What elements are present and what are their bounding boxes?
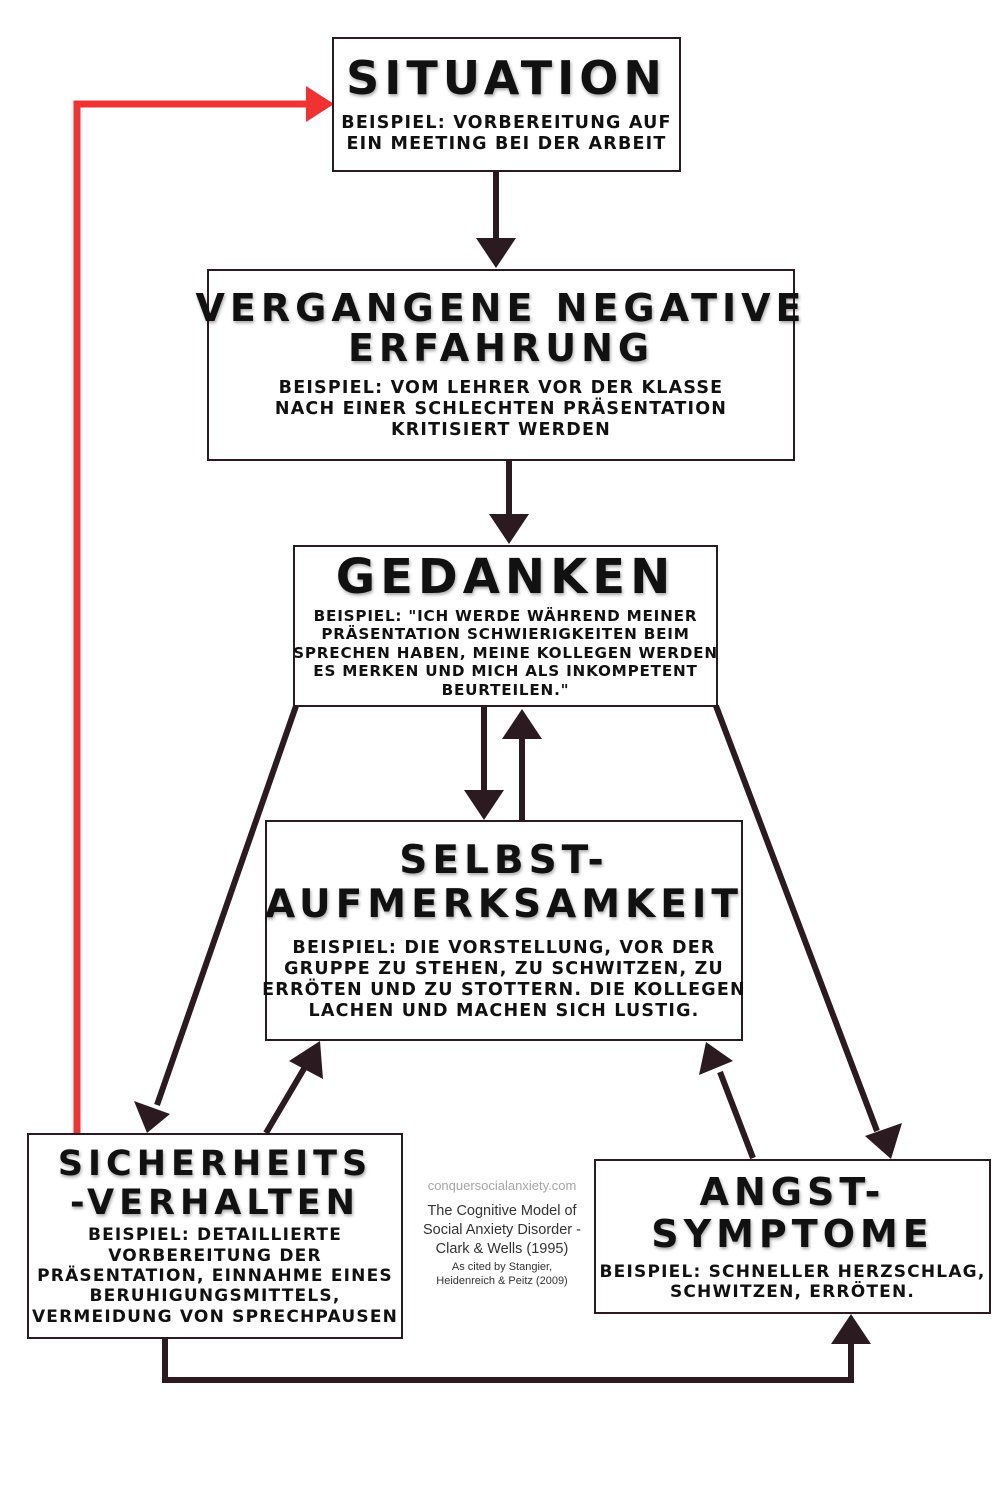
arrowhead-thoughts (489, 514, 529, 544)
arrowhead-safety (134, 1101, 170, 1133)
arrow-thoughts-to-safety (154, 705, 299, 1106)
thoughts-example: BEISPIEL: "ICH WERDE WÄHREND MEINER PRÄS… (293, 606, 718, 700)
safety-behaviour-box: SICHERHEITS -VERHALTEN BEISPIEL: DETAILL… (27, 1133, 403, 1339)
arrowhead-selffocus-down (464, 790, 504, 820)
anxiety-symptoms-box: ANGST- SYMPTOME BEISPIEL: SCHNELLER HERZ… (594, 1159, 991, 1314)
feedback-arrowhead-situation (306, 86, 334, 122)
arrow-anxiety-to-selffocus (717, 1070, 756, 1160)
credit-title-3: Clark & Wells (1995) (435, 1241, 569, 1257)
feedback-arrow-safety-to-situation (73, 100, 308, 1133)
anxiety-symptoms-example: BEISPIEL: SCHNELLER HERZSCHLAG, SCHWITZE… (599, 1261, 986, 1303)
thoughts-title: GEDANKEN (335, 549, 676, 606)
source-credit: conquersocialanxiety.com The Cognitive M… (416, 1178, 588, 1287)
situation-box: SITUATION BEISPIEL: VORBEREITUNG AUF EIN… (332, 37, 681, 172)
arrowhead-experience (476, 238, 516, 268)
arrowhead-anxiety (865, 1123, 902, 1159)
past-experience-title: VERGANGENE NEGATIVE ERFAHRUNG (195, 285, 807, 370)
arrowhead-thoughts-up (502, 709, 542, 739)
self-focus-box: SELBST- AUFMERKSAMKEIT BEISPIEL: DIE VOR… (262, 820, 746, 1041)
arrow-safety-to-selffocus (263, 1065, 308, 1135)
past-experience-example: BEISPIEL: VOM LEHRER VOR DER KLASSE NACH… (274, 378, 728, 441)
credit-title-2: Social Anxiety Disorder - (423, 1222, 581, 1238)
self-focus-title: SELBST- AUFMERKSAMKEIT (264, 837, 744, 927)
arrow-safety-to-anxiety (162, 1339, 854, 1383)
arrow-thoughts-to-anxiety (713, 704, 880, 1133)
credit-title-1: The Cognitive Model of (427, 1203, 577, 1219)
situation-example: BEISPIEL: VORBEREITUNG AUF EIN MEETING B… (341, 112, 672, 154)
arrowhead-anxiety-bottom (831, 1314, 871, 1344)
credit-cite-1: As cited by Stangier, (451, 1261, 553, 1273)
credit-site: conquersocialanxiety.com (427, 1178, 577, 1193)
thoughts-box: GEDANKEN BEISPIEL: "ICH WERDE WÄHREND ME… (293, 545, 718, 707)
arrowhead-selffocus-left (289, 1041, 323, 1079)
situation-title: SITUATION (346, 51, 667, 106)
arrowhead-selffocus-right (699, 1042, 733, 1075)
safety-behaviour-example: BEISPIEL: DETAILLIERTE VORBEREITUNG DER … (31, 1225, 399, 1327)
anxiety-symptoms-title: ANGST- SYMPTOME (651, 1169, 934, 1257)
self-focus-example: BEISPIEL: DIE VORSTELLUNG, VOR DER GRUPP… (262, 938, 746, 1022)
credit-cite-2: Heidenreich & Peitz (2009) (436, 1275, 568, 1287)
past-experience-box: VERGANGENE NEGATIVE ERFAHRUNG BEISPIEL: … (196, 269, 802, 461)
safety-behaviour-title: SICHERHEITS -VERHALTEN (57, 1143, 373, 1224)
